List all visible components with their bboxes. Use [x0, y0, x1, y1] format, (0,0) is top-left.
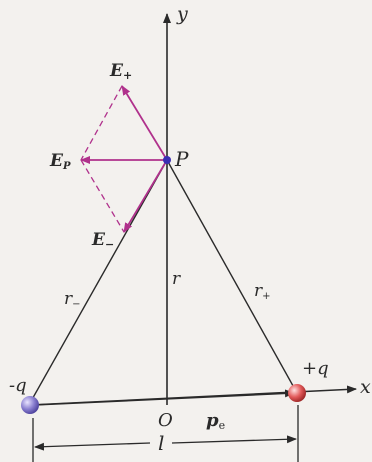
dipole-moment-label: pe: [206, 410, 225, 432]
origin-label: O: [158, 410, 173, 431]
positive-charge-label: +q: [302, 358, 329, 379]
e-p-label: EP: [49, 151, 71, 172]
y-axis-label: y: [176, 3, 188, 25]
x-axis-label: x: [360, 376, 371, 398]
r-minus-label: r−: [64, 289, 81, 310]
dash-lower: [80, 159, 125, 233]
negative-charge-label: -q: [9, 375, 27, 396]
length-arrow-left: [34, 442, 151, 451]
r-minus-line: [29, 159, 168, 404]
negative-charge: [21, 396, 39, 414]
e-minus-label: E−: [91, 230, 114, 251]
length-label: l: [158, 431, 164, 455]
r-mid-label: r: [172, 269, 181, 289]
r-plus-label: r+: [254, 281, 271, 302]
r-plus-line: [166, 159, 298, 394]
e-plus-vector: [121, 85, 168, 161]
e-plus-label: E+: [109, 61, 132, 82]
length-arrow-right: [171, 435, 297, 444]
point-p-dot: [163, 156, 171, 164]
point-p-label: P: [174, 147, 189, 171]
e-minus-vector: [123, 159, 168, 233]
positive-charge: [288, 384, 306, 402]
dash-upper: [80, 85, 123, 161]
dipole-moment-arrow: [33, 389, 295, 406]
